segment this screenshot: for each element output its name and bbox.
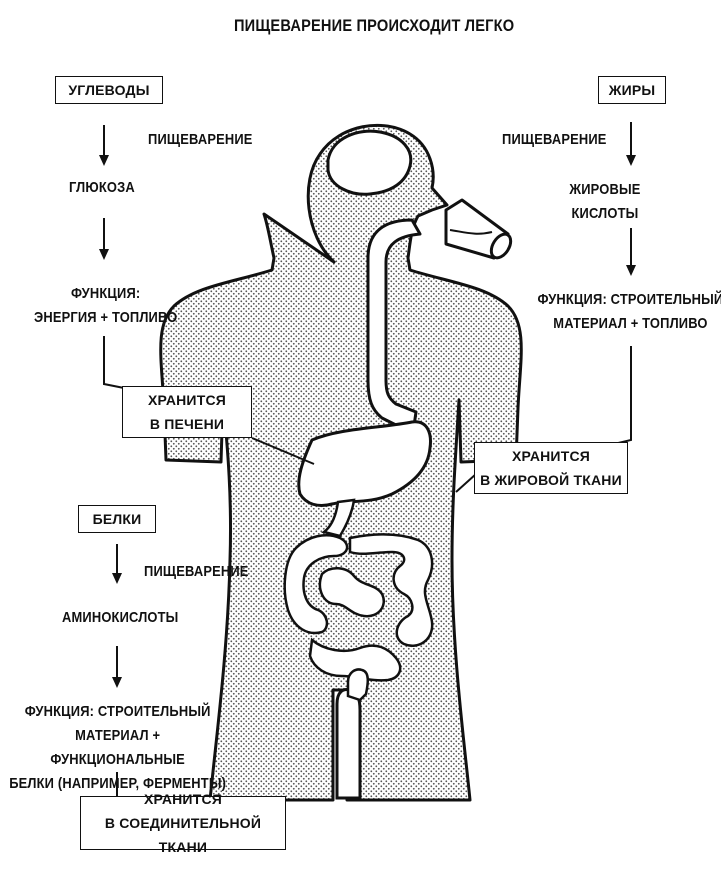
page-title: ПИЩЕВАРЕНИЕ ПРОИСХОДИТ ЛЕГКО <box>234 16 515 35</box>
proteins-storage: ХРАНИТСЯ В СОЕДИНИТЕЛЬНОЙ ТКАНИ <box>104 791 262 855</box>
adipose-pointer <box>455 473 477 493</box>
intestines <box>283 533 434 702</box>
proteins-storage-box: ХРАНИТСЯ В СОЕДИНИТЕЛЬНОЙ ТКАНИ <box>80 791 286 855</box>
carbs-storage-connector <box>103 336 125 389</box>
cup-icon <box>444 198 513 260</box>
proteins-label-box: БЕЛКИ <box>78 505 156 533</box>
fats-digestion-label: ПИЩЕВАРЕНИЕ <box>502 131 607 148</box>
fats-label-box: ЖИРЫ <box>598 76 666 104</box>
carbs-storage-box: ХРАНИТСЯ В ПЕЧЕНИ <box>122 386 252 438</box>
carbs-product: ГЛЮКОЗА <box>69 179 135 196</box>
proteins-product: АМИНОКИСЛОТЫ <box>62 609 179 626</box>
proteins-arrows <box>112 544 122 688</box>
fats-arrows <box>626 122 636 276</box>
carbs-arrows <box>99 125 109 260</box>
fats-storage: ХРАНИТСЯ В ЖИРОВОЙ ТКАНИ <box>480 448 622 488</box>
carbs-digestion-label: ПИЩЕВАРЕНИЕ <box>148 131 253 148</box>
stomach <box>297 420 432 508</box>
fats-storage-connector <box>613 346 632 445</box>
fats-function: ФУНКЦИЯ: СТРОИТЕЛЬНЫЙ МАТЕРИАЛ + ТОПЛИВО <box>537 291 721 332</box>
proteins-function: ФУНКЦИЯ: СТРОИТЕЛЬНЫЙ МАТЕРИАЛ + ФУНКЦИО… <box>9 703 227 792</box>
fats-label: ЖИРЫ <box>608 82 656 98</box>
carbs-function: ФУНКЦИЯ: ЭНЕРГИЯ + ТОПЛИВО <box>33 285 178 326</box>
carbs-label-box: УГЛЕВОДЫ <box>55 76 163 104</box>
fats-product: ЖИРОВЫЕ КИСЛОТЫ <box>569 181 641 222</box>
fats-storage-box: ХРАНИТСЯ В ЖИРОВОЙ ТКАНИ <box>474 442 628 494</box>
legs-gap <box>335 688 362 800</box>
duodenum <box>321 498 356 538</box>
brain <box>326 129 413 196</box>
carbs-label: УГЛЕВОДЫ <box>68 82 150 98</box>
carbs-storage: ХРАНИТСЯ В ПЕЧЕНИ <box>147 392 227 432</box>
proteins-digestion-label: ПИЩЕВАРЕНИЕ <box>144 563 249 580</box>
liver-pointer <box>251 437 315 465</box>
proteins-label: БЕЛКИ <box>92 511 142 527</box>
